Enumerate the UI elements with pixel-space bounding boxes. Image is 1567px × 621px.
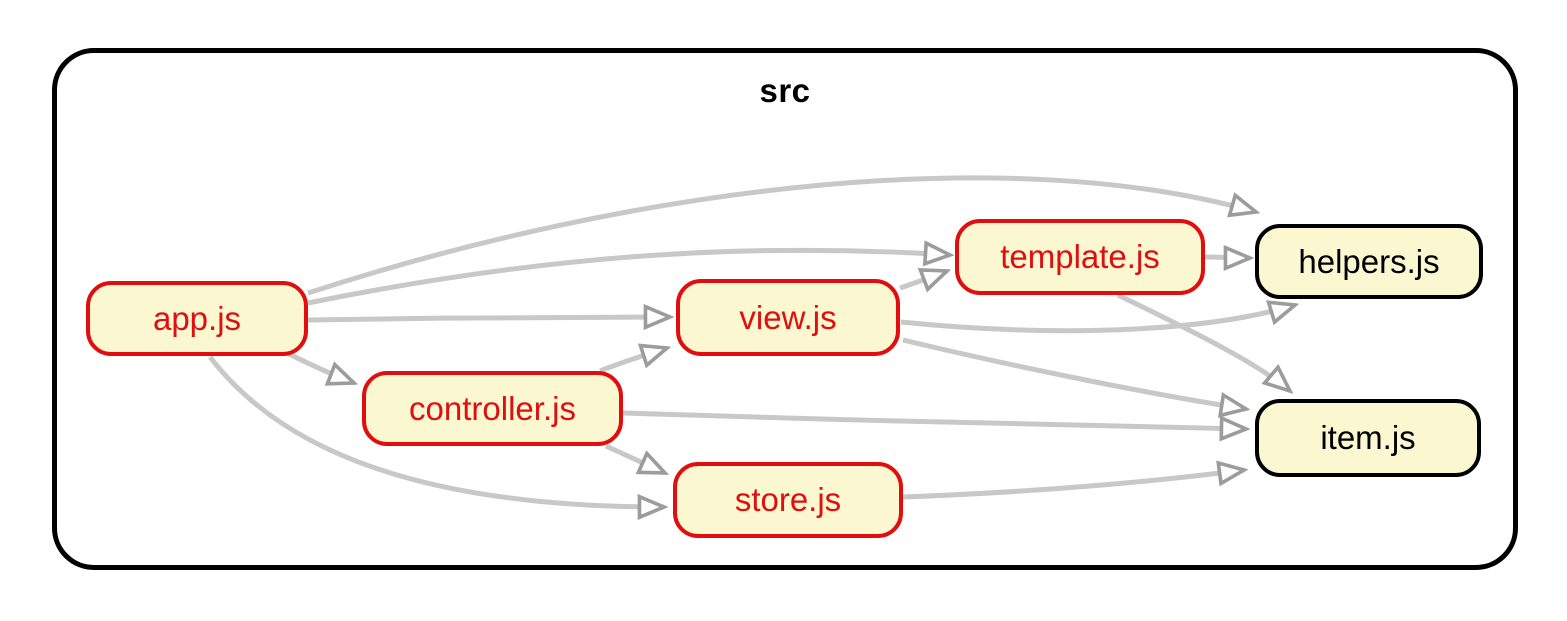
node-label-view: view.js (739, 298, 837, 336)
node-label-app: app.js (152, 299, 242, 337)
node-label-template: template.js (1000, 238, 1160, 275)
node-controller: controller.js (362, 371, 623, 446)
node-label-controller: controller.js (409, 389, 576, 427)
node-helpers: helpers.js (1255, 224, 1483, 299)
node-view: view.js (676, 279, 900, 356)
node-label-item: item.js (1320, 419, 1416, 456)
node-store: store.js (673, 462, 903, 538)
node-label-helpers: helpers.js (1298, 242, 1440, 280)
node-template: template.js (955, 219, 1205, 295)
node-app: app.js (86, 281, 308, 356)
src-cluster-box (52, 48, 1518, 570)
cluster-title: src (759, 72, 811, 109)
node-item: item.js (1255, 399, 1481, 477)
node-label-store: store.js (734, 481, 842, 518)
